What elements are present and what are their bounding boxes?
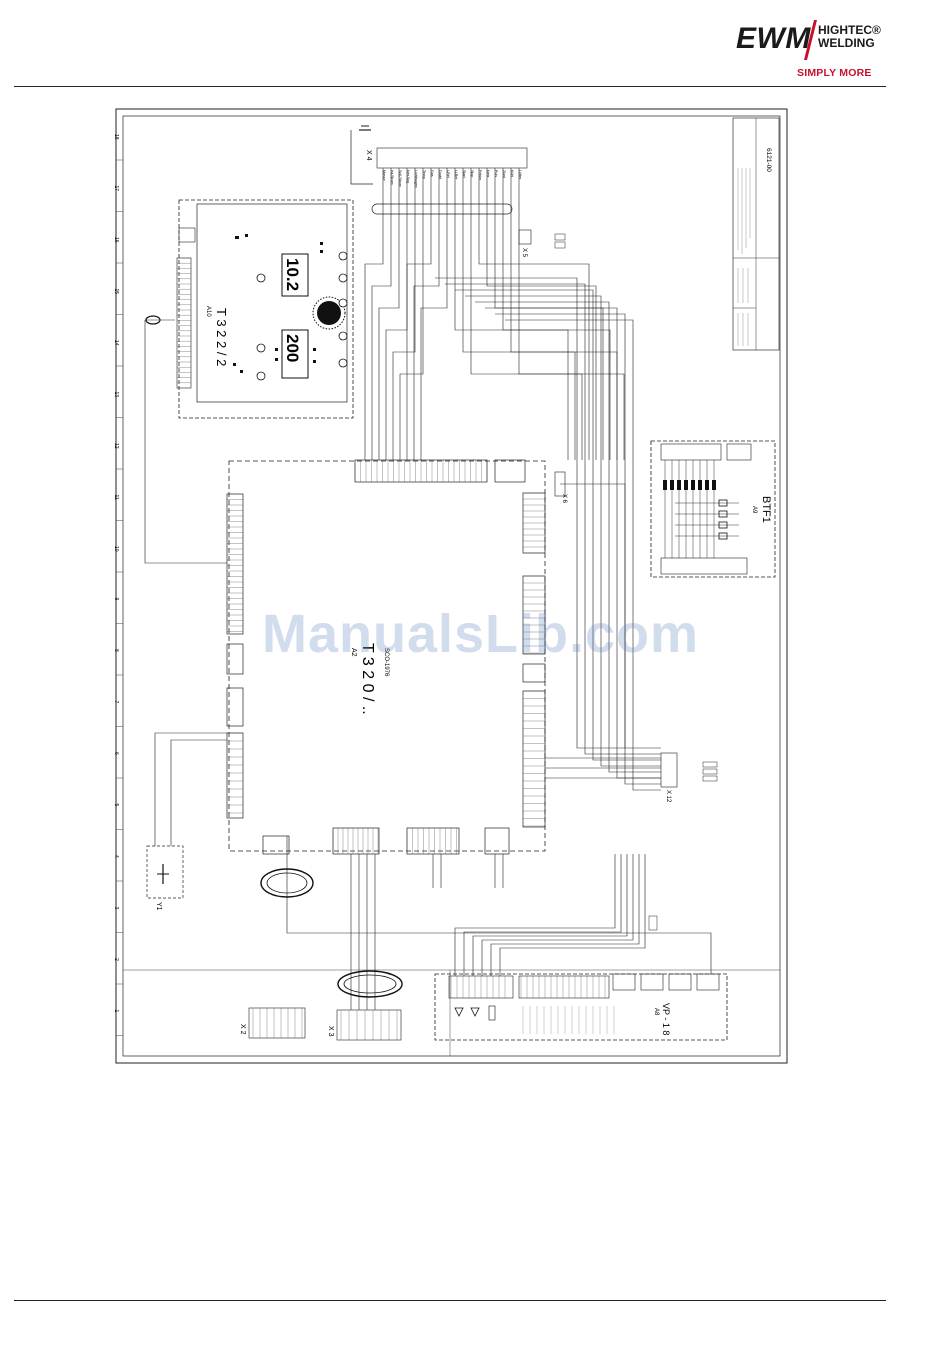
x4-label: X 4 bbox=[365, 150, 372, 161]
control-panel-ref: A10 bbox=[205, 306, 211, 317]
connector-x4: X 4 Masse Ist-Strom Soll-Strom Net-Spg Licht… bbox=[350, 125, 566, 258]
signal-label: Masse bbox=[382, 170, 386, 181]
row-number: 10 bbox=[115, 546, 119, 552]
main-board-ref: A2 bbox=[350, 648, 357, 657]
bottom-connector-pins bbox=[252, 1008, 398, 1040]
row-number: 11 bbox=[115, 495, 119, 500]
row-number: 7 bbox=[115, 701, 119, 704]
row-number: 15 bbox=[115, 289, 119, 295]
x2-label: X 2 bbox=[239, 1024, 246, 1035]
signal-label: Stop bbox=[470, 170, 474, 177]
control-panel-a10: 10.2 200 T 3 2 2 / 2 A10 bbox=[145, 199, 354, 419]
main-board-sub: SCO-1976 bbox=[383, 648, 389, 677]
logo-hightec-welding: HIGHTEC® WELDING bbox=[818, 24, 881, 50]
row-number: 16 bbox=[115, 237, 119, 243]
x5-label: X 5 bbox=[521, 248, 527, 258]
row-number: 6 bbox=[115, 752, 119, 755]
logo-brand: EWM bbox=[736, 22, 811, 55]
title-block: 6121-00 bbox=[732, 117, 780, 351]
signal-label: Lichtbogen bbox=[414, 170, 418, 188]
main-board-model: T 3 2 0 / .. bbox=[359, 643, 376, 715]
logo-line1: HIGHTEC bbox=[818, 23, 872, 37]
valve-label: Y1 bbox=[155, 902, 162, 911]
filter-board-a9: BTF1 A9 bbox=[650, 440, 776, 578]
wire-bundle bbox=[144, 168, 712, 1010]
signal-label: Net-Spg bbox=[406, 170, 410, 183]
logo-slogan: SIMPLY MORE bbox=[797, 67, 872, 79]
row-number: 2 bbox=[115, 958, 119, 961]
signal-labels: Masse Ist-Strom Soll-Strom Net-Spg Lichtboge… bbox=[382, 170, 522, 188]
row-number: 14 bbox=[115, 340, 119, 346]
watermark: ManualsLib.com bbox=[262, 604, 700, 664]
row-number: 1 bbox=[115, 1010, 119, 1013]
ewm-logo: EWM HIGHTEC® WELDING SIMPLY MORE bbox=[736, 16, 886, 80]
footer-rule bbox=[14, 1300, 886, 1301]
row-number: 13 bbox=[115, 392, 119, 398]
filter-components bbox=[663, 460, 739, 558]
valve-y1: Y1 bbox=[146, 732, 227, 911]
relay-board-parts bbox=[450, 976, 615, 1034]
relay-board-ref: A8 bbox=[653, 1008, 659, 1016]
signal-label: Start bbox=[462, 170, 466, 178]
display-right: 10.2 bbox=[283, 258, 302, 291]
signal-label: Puls bbox=[494, 170, 498, 177]
filter-board-model: BTF1 bbox=[760, 496, 772, 523]
a10-connector-pins bbox=[177, 257, 191, 383]
relay-board-a8: VP - 1 8 A8 bbox=[434, 973, 728, 1041]
signal-label: I-Ref bbox=[446, 170, 450, 178]
signal-label: Draht bbox=[438, 170, 442, 179]
signal-label: Netz bbox=[486, 170, 490, 178]
signal-label: Gas bbox=[430, 170, 434, 177]
signal-label: Lüfter bbox=[518, 170, 522, 180]
signal-label: Fehler bbox=[478, 170, 482, 181]
row-number: 5 bbox=[115, 804, 119, 807]
logo-registered: ® bbox=[872, 23, 881, 37]
header-rule bbox=[14, 86, 886, 87]
row-number: 4 bbox=[115, 855, 119, 858]
x3-label: X 3 bbox=[327, 1026, 334, 1037]
row-number: 18 bbox=[115, 134, 119, 140]
relay-board-model: VP - 1 8 bbox=[661, 1003, 671, 1035]
x6-label: X 6 bbox=[561, 494, 567, 504]
row-scale: 18 17 16 15 14 13 12 11 10 9 8 7 6 5 4 3 2 1 bbox=[115, 134, 123, 1036]
x12-label: X 12 bbox=[665, 790, 671, 803]
display-left: 200 bbox=[283, 334, 302, 362]
signal-label: U-Ref bbox=[454, 170, 458, 179]
row-number: 17 bbox=[115, 186, 119, 192]
logo-line2: WELDING bbox=[818, 36, 875, 50]
row-number: 3 bbox=[115, 907, 119, 910]
signal-label: Zünd bbox=[502, 170, 506, 178]
a2-connector-pins bbox=[227, 460, 545, 854]
filter-board-ref: A9 bbox=[751, 506, 757, 514]
signal-label: Ist-Strom bbox=[390, 170, 394, 185]
row-number: 12 bbox=[115, 443, 119, 449]
signal-label: Kühl bbox=[510, 170, 514, 177]
control-panel-model: T 3 2 2 / 2 bbox=[214, 308, 229, 366]
row-number: 8 bbox=[115, 649, 119, 652]
main-board-a2: T 3 2 0 / .. A2 SCO-1976 bbox=[226, 459, 546, 855]
row-number: 9 bbox=[115, 598, 119, 601]
drawing-number: 6121-00 bbox=[765, 148, 772, 172]
signal-label: Soll-Strom bbox=[398, 170, 402, 187]
schematic-sheet: 18 17 16 15 14 13 12 11 10 9 8 7 6 5 4 3 2 1 6121-00 10.2… bbox=[115, 108, 788, 1064]
signal-label: Temp bbox=[422, 170, 426, 179]
